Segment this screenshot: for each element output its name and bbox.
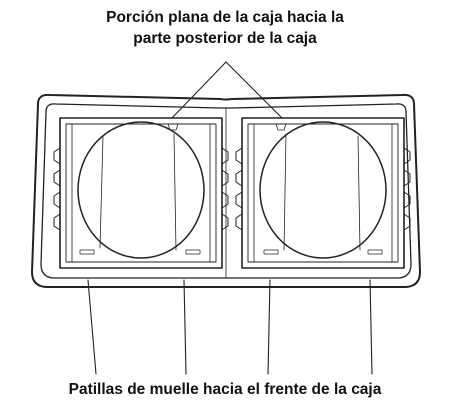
left-compartment — [53, 117, 229, 269]
top-callout-line-2: parte posterior de la caja — [133, 30, 317, 47]
bottom-leader-lines — [87, 279, 373, 375]
left-lens-well — [77, 121, 205, 259]
case-outline — [31, 93, 421, 288]
bottom-callout-label: Patillas de muelle hacia el frente de la… — [68, 381, 382, 398]
top-callout-label: Porción plana de la caja hacia la parte … — [0, 7, 450, 49]
right-lens-well — [259, 121, 387, 259]
top-leader-lines — [171, 61, 283, 119]
right-compartment — [235, 117, 411, 269]
top-callout-line-1: Porción plana de la caja hacia la — [106, 9, 344, 26]
